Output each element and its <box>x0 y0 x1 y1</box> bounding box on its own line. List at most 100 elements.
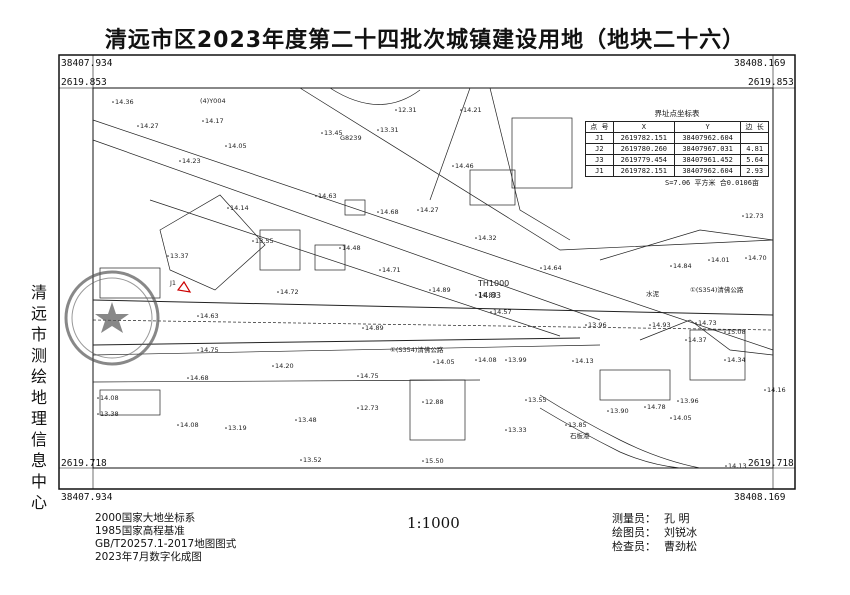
elevation-point <box>677 400 679 402</box>
land-parcel <box>176 280 192 293</box>
elevation-label: 13.90 <box>610 407 629 415</box>
elevation-point <box>202 120 204 122</box>
table-cell: J2 <box>585 143 614 155</box>
highway-edge-top <box>92 119 774 351</box>
elevation-point <box>505 359 507 361</box>
map-scale: 1:1000 <box>407 514 460 532</box>
table-cell: 38407961.452 <box>673 154 742 166</box>
elevation-label: 13.85 <box>568 421 587 429</box>
elevation-point <box>670 265 672 267</box>
elevation-point <box>429 289 431 291</box>
table-header-cell: 边 长 <box>740 121 769 133</box>
building-9 <box>599 369 671 401</box>
building-4 <box>259 229 301 271</box>
building-7 <box>99 389 161 416</box>
elevation-label: 14.70 <box>748 254 767 262</box>
elevation-label: 14.89 <box>365 324 384 332</box>
th-label: TH1000 <box>477 279 509 288</box>
elevation-label: 14.84 <box>673 262 692 270</box>
table-cell: 2619780.260 <box>612 143 675 155</box>
side-org-label: 清远市测绘地理信息中心 <box>30 283 47 512</box>
elevation-label: 14.01 <box>711 256 730 264</box>
table-cell: 38407967.031 <box>673 143 742 155</box>
elevation-label: 14.05 <box>673 414 692 422</box>
elevation-label: 14.73 <box>698 319 717 327</box>
elevation-label: 13.37 <box>170 252 189 260</box>
elevation-point <box>377 211 379 213</box>
elevation-label: 14.08 <box>478 356 497 364</box>
corner-y-bottom-right: 2619.718 <box>748 458 794 469</box>
elevation-point <box>565 424 567 426</box>
elevation-label: 14.16 <box>767 386 786 394</box>
shuini-label: 水泥 <box>646 289 660 298</box>
highway-edge-3 <box>149 199 561 337</box>
elevation-point <box>490 311 492 313</box>
elevation-label: 13.31 <box>380 126 399 134</box>
elevation-point <box>745 257 747 259</box>
road1-label: ①(S354)清佛公路 <box>390 345 444 354</box>
building-5 <box>314 244 346 271</box>
elevation-label: 13.19 <box>228 424 247 432</box>
right-mid-edge <box>639 319 774 356</box>
elevation-point <box>433 361 435 363</box>
elevation-label: 13.48 <box>298 416 317 424</box>
elevation-point <box>315 195 317 197</box>
corner-x-bottom-right: 38408.169 <box>734 492 786 503</box>
elevation-point <box>452 165 454 167</box>
elevation-label: 14.23 <box>182 157 201 165</box>
elevation-label: 14.14 <box>230 204 249 212</box>
elevation-point <box>475 294 477 296</box>
elevation-point <box>179 160 181 162</box>
elevation-label: 14.63 <box>200 312 219 320</box>
official-seal <box>64 270 160 366</box>
elevation-point <box>167 255 169 257</box>
elevation-label: 14.93 <box>652 321 671 329</box>
elevation-point <box>764 389 766 391</box>
elevation-point <box>708 259 710 261</box>
elevation-label: 14.57 <box>493 308 512 316</box>
map-labels: (4)Y004 G8239 TH1000 14.83 ①(S354)清佛公路 ①… <box>169 97 744 440</box>
elevation-label: 13.45 <box>324 129 343 137</box>
elevation-point <box>225 145 227 147</box>
elevation-label: 14.46 <box>455 162 474 170</box>
table-cell: 2619782.151 <box>612 132 675 144</box>
table-header-cell: Y <box>673 121 742 133</box>
corner-x-top-right: 38408.169 <box>734 58 786 69</box>
elevation-label: 14.64 <box>543 264 562 272</box>
elevation-point <box>377 129 379 131</box>
elevation-label: 14.34 <box>727 356 746 364</box>
upper-road <box>299 87 774 251</box>
building-8 <box>409 379 466 441</box>
elevation-point <box>525 399 527 401</box>
elevation-label: 14.21 <box>463 106 482 114</box>
elevation-point <box>422 460 424 462</box>
elevation-label: 14.37 <box>688 336 707 344</box>
elevation-label: 12.31 <box>398 106 417 114</box>
elevation-point <box>649 324 651 326</box>
elevation-point <box>540 267 542 269</box>
elevation-point <box>97 397 99 399</box>
elevation-label: 14.08 <box>180 421 199 429</box>
meta-date: 2023年7月数字化成图 <box>95 551 202 563</box>
elevation-point <box>197 349 199 351</box>
table-cell: 2619782.151 <box>612 165 675 177</box>
elevation-label: 14.89 <box>432 286 451 294</box>
elevation-label: 14.13 <box>575 357 594 365</box>
elevation-label: 14.36 <box>115 98 134 106</box>
map-metadata: 2000国家大地坐标系 1985国家高程基准 GB/T20257.1-2017地… <box>95 512 236 564</box>
table-cell: 38407962.604 <box>673 132 742 144</box>
elevation-point <box>379 269 381 271</box>
creek <box>539 394 701 469</box>
right-upper-edge <box>599 229 774 261</box>
elevation-point <box>475 237 477 239</box>
meta-coord-system: 2000国家大地坐标系 <box>95 512 196 524</box>
elevation-label: 14.75 <box>360 372 379 380</box>
elevation-label: 14.13 <box>728 462 747 470</box>
elevation-point <box>417 209 419 211</box>
elevation-point <box>395 109 397 111</box>
elevation-label: 13.33 <box>508 426 527 434</box>
shiqiao-label: 石板港 <box>570 431 590 440</box>
table-caption: 界址点坐标表 <box>654 109 700 118</box>
